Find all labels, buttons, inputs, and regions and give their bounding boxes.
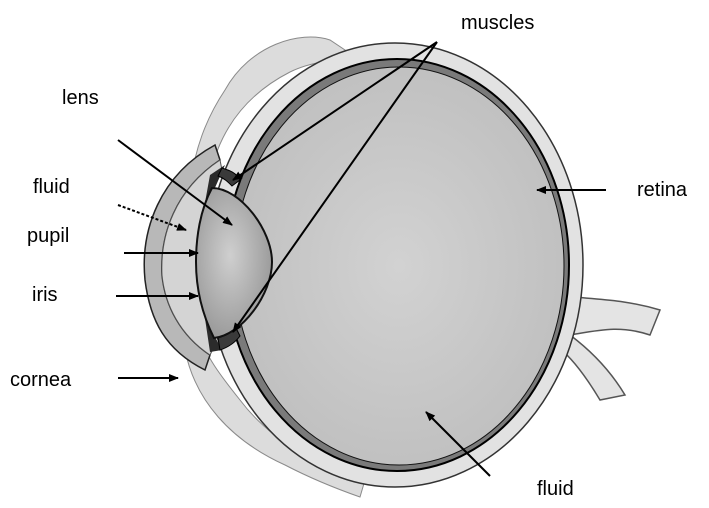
vitreous-body [234, 67, 564, 465]
label-muscles: muscles [461, 12, 534, 34]
label-lens: lens [62, 87, 99, 109]
label-iris: iris [32, 284, 58, 306]
label-cornea: cornea [10, 369, 72, 391]
label-fluid-back: fluid [537, 478, 574, 500]
label-pupil: pupil [27, 225, 69, 247]
label-fluid-front: fluid [33, 176, 70, 198]
label-retina: retina [637, 179, 688, 201]
